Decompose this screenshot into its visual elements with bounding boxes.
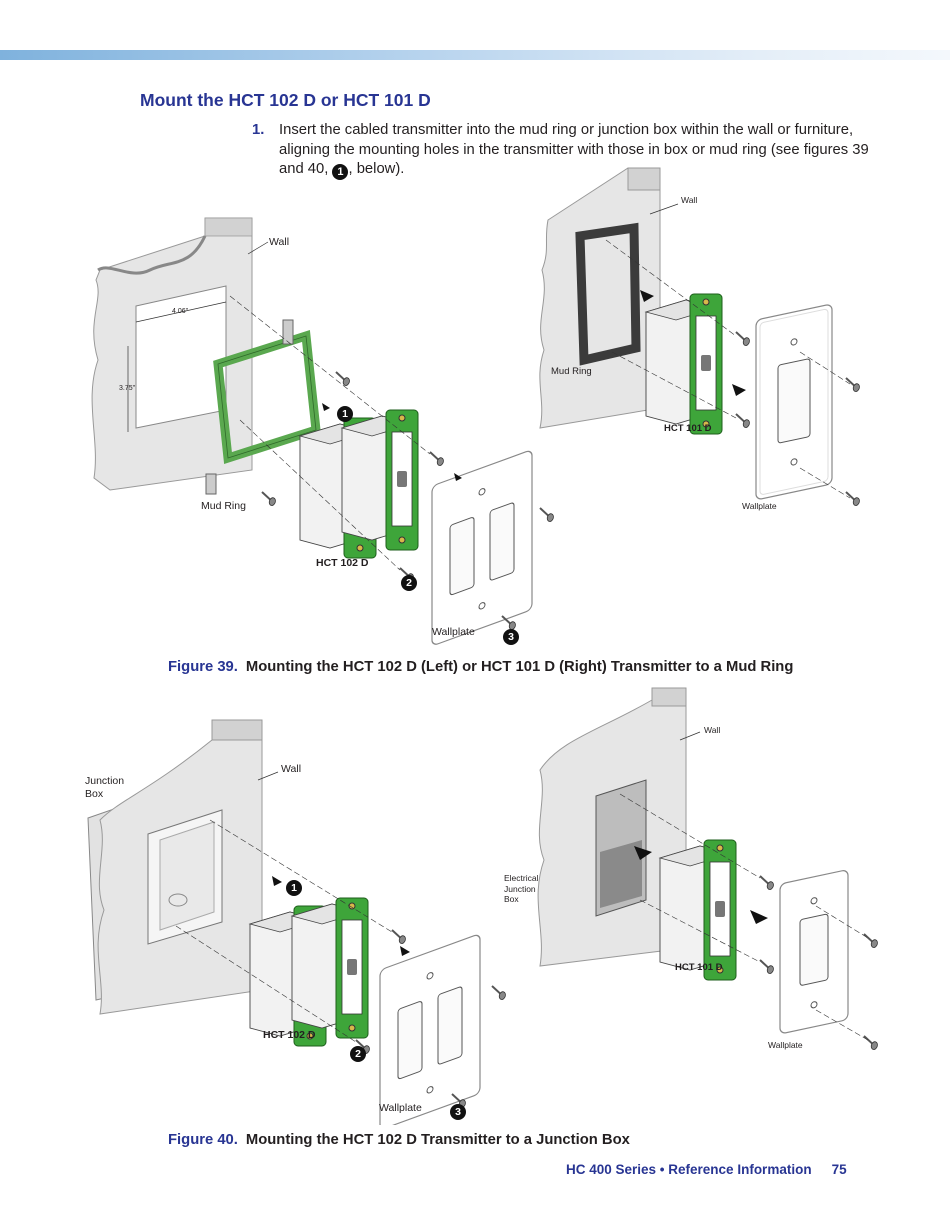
label-wall: Wall <box>269 236 290 248</box>
footer-text: HC 400 Series • Reference Information <box>566 1162 812 1177</box>
label-mud-ring: Mud Ring <box>201 500 246 512</box>
step-number: 1. <box>252 122 265 138</box>
header-band <box>0 50 950 60</box>
caption-text: Mounting the HCT 102 D (Left) or HCT 101… <box>245 659 794 675</box>
callout-3: 3 <box>503 629 519 645</box>
callout-2: 2 <box>401 575 417 591</box>
label-junction-box: Junction Box <box>85 775 125 800</box>
caption-text: Mounting the HCT 102 D Transmitter to a … <box>245 1132 630 1148</box>
figure-40-caption: Figure 40. Mounting the HCT 102 D Transmi… <box>168 1132 630 1148</box>
step-text: Insert the cabled transmitter into the m… <box>279 122 869 180</box>
label-wall: Wall <box>704 725 721 735</box>
label-wallplate: Wallplate <box>432 626 475 638</box>
label-device: HCT 102 D <box>316 557 369 569</box>
callout-inline: 1 <box>332 164 349 180</box>
section-heading: Mount the HCT 102 D or HCT 101 D <box>140 90 431 110</box>
label-dim-height: 3.75" <box>119 385 136 392</box>
label-device: HCT 102 D <box>263 1029 316 1041</box>
label-device: HCT 101 D <box>664 423 712 434</box>
label-wallplate: Wallplate <box>768 1040 803 1050</box>
figure-40-illustration: Junction Box Wall HCT 102 D Wallplate 1 … <box>0 685 950 1125</box>
figure-39-caption: Figure 39. Mounting the HCT 102 D (Left) … <box>168 659 793 675</box>
label-device: HCT 101 D <box>675 962 723 973</box>
label-wallplate: Wallplate <box>742 501 777 511</box>
page-number: 75 <box>831 1162 847 1177</box>
callout-3: 3 <box>450 1104 466 1120</box>
callout-2: 2 <box>350 1046 366 1062</box>
figure-39-illustration: Wall 4.06" 3.75" Mud Ring HCT 102 D Wall… <box>0 160 950 650</box>
label-junction-box: Electrical Junction Box <box>504 873 539 904</box>
callout-1: 1 <box>286 880 302 896</box>
figure-number: Figure 39. <box>168 659 238 675</box>
instruction-step: 1. Insert the cabled transmitter into th… <box>252 121 892 180</box>
figure-number: Figure 40. <box>168 1132 238 1148</box>
label-wall: Wall <box>281 763 302 775</box>
page-footer: HC 400 Series • Reference Information 75 <box>566 1162 847 1177</box>
label-mud-ring: Mud Ring <box>551 366 592 377</box>
label-wall: Wall <box>681 195 698 205</box>
label-wallplate: Wallplate <box>379 1102 422 1114</box>
callout-1: 1 <box>337 406 353 422</box>
label-dim-width: 4.06" <box>172 308 189 315</box>
